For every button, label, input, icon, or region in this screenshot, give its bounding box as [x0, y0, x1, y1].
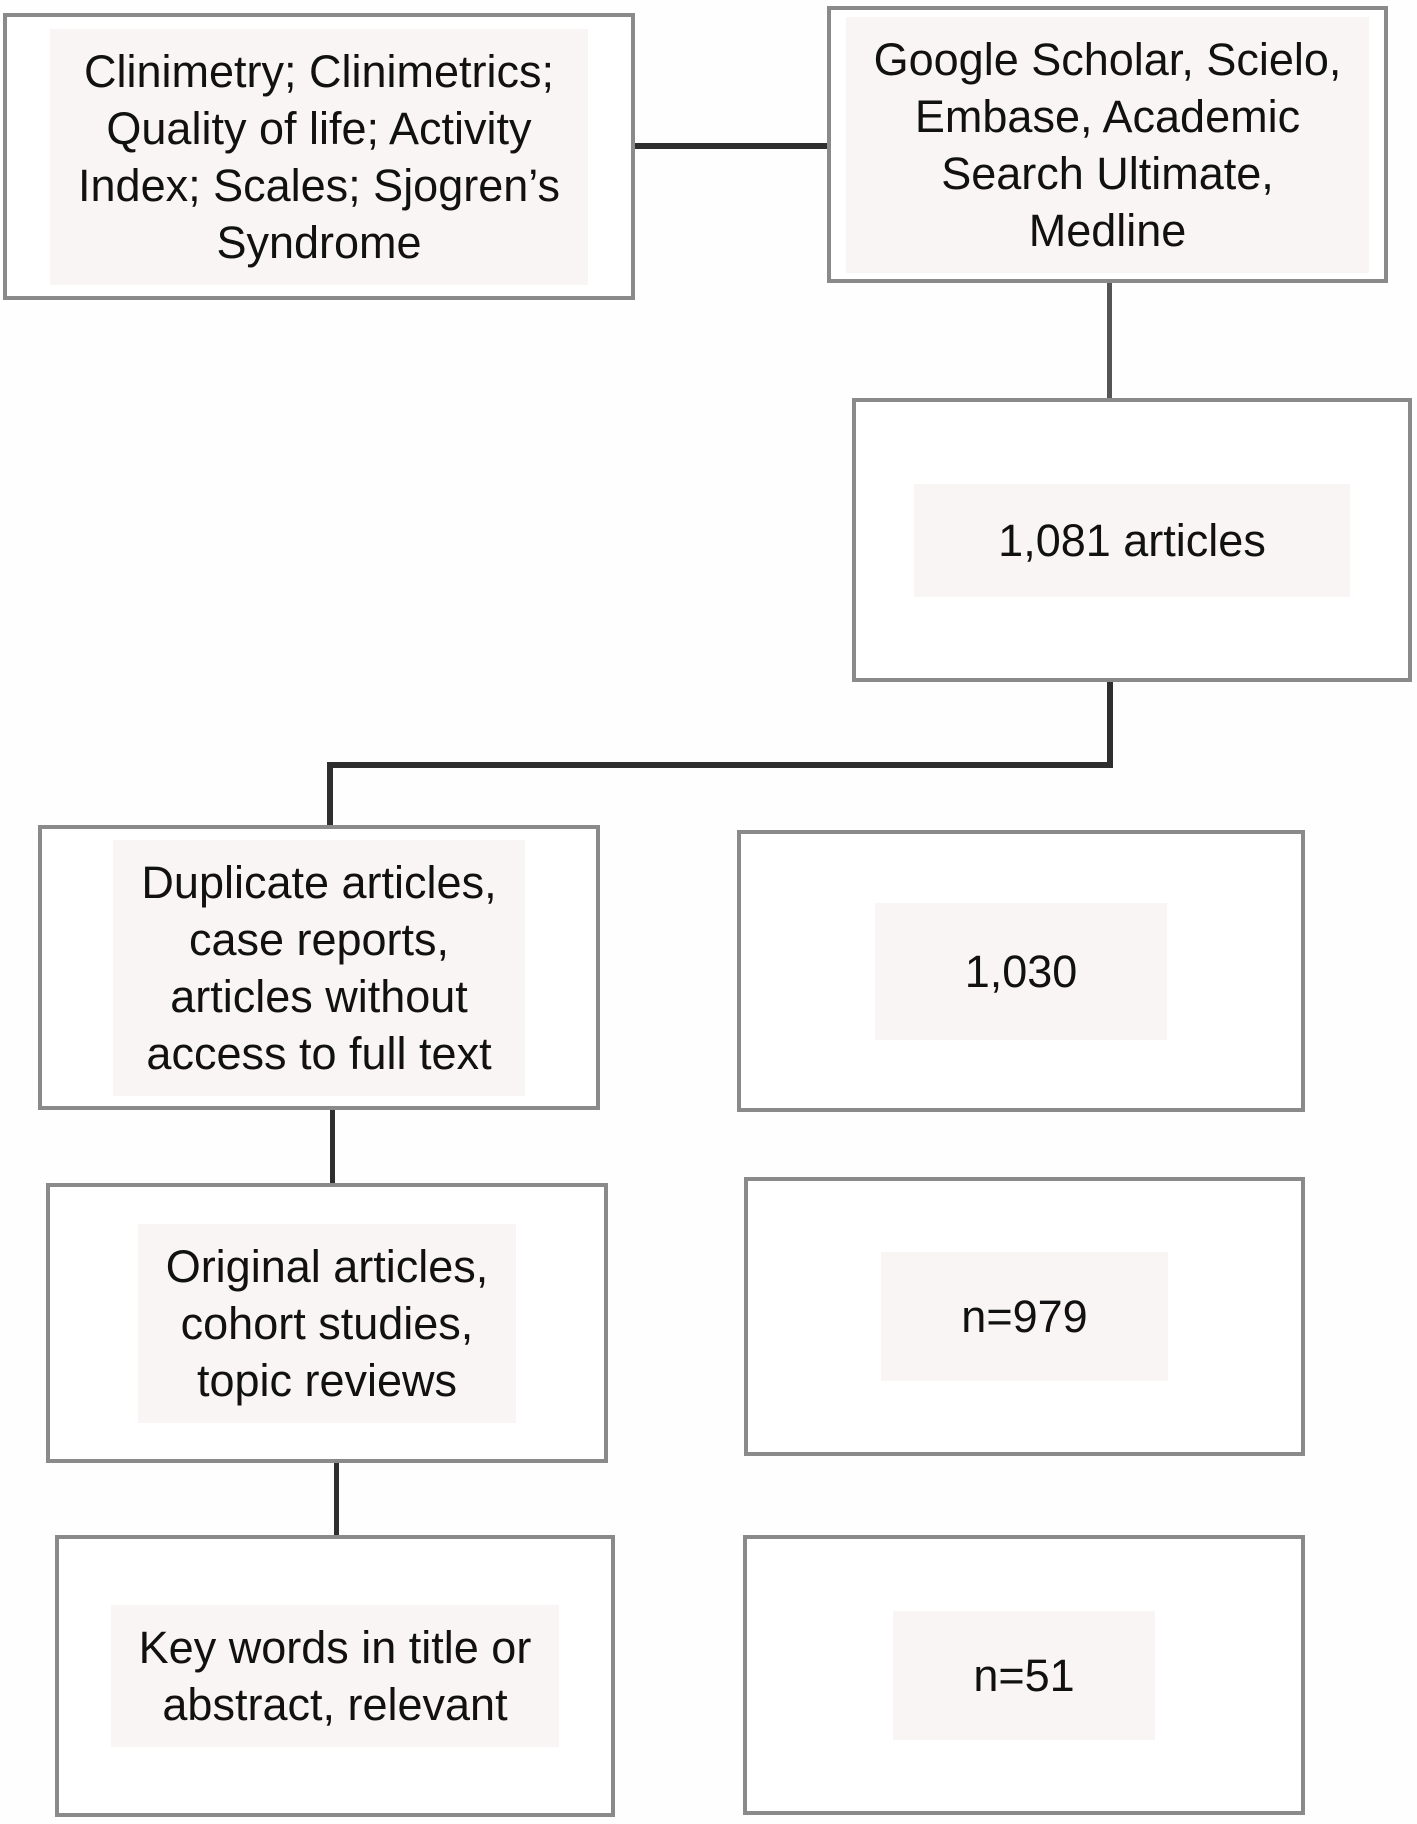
exclusion-criteria-text: Duplicate articles, case reports, articl…	[113, 839, 525, 1096]
node-search-keywords: Clinimetry; Clinimetrics; Quality of lif…	[3, 13, 635, 300]
node-included-count: n=979	[744, 1177, 1305, 1456]
node-exclusion-criteria: Duplicate articles, case reports, articl…	[38, 825, 600, 1110]
connector-results-elbow-vertical-right	[1107, 682, 1113, 768]
connector-results-elbow-vertical-left	[327, 762, 333, 825]
included-types-text: Original articles, cohort studies, topic…	[137, 1223, 517, 1423]
connector-included-final	[334, 1463, 339, 1535]
final-count-text: n=51	[893, 1610, 1155, 1740]
node-final-count: n=51	[743, 1535, 1305, 1815]
connector-keywords-databases	[635, 143, 827, 149]
included-count-text: n=979	[881, 1252, 1168, 1381]
search-keywords-text: Clinimetry; Clinimetrics; Quality of lif…	[50, 28, 588, 285]
connector-exclusion-included	[330, 1110, 335, 1183]
databases-text: Google Scholar, Scielo, Embase, Academic…	[845, 16, 1370, 273]
final-criteria-text: Key words in title or abstract, relevant	[110, 1605, 560, 1747]
node-final-criteria: Key words in title or abstract, relevant	[55, 1535, 615, 1817]
initial-results-text: 1,081 articles	[914, 483, 1350, 597]
node-initial-results: 1,081 articles	[852, 398, 1412, 682]
excluded-count-text: 1,030	[874, 902, 1168, 1040]
node-included-types: Original articles, cohort studies, topic…	[46, 1183, 608, 1463]
connector-databases-results	[1107, 283, 1112, 398]
connector-results-elbow-horizontal	[327, 762, 1113, 768]
node-excluded-count: 1,030	[737, 830, 1305, 1112]
node-databases: Google Scholar, Scielo, Embase, Academic…	[827, 6, 1388, 283]
